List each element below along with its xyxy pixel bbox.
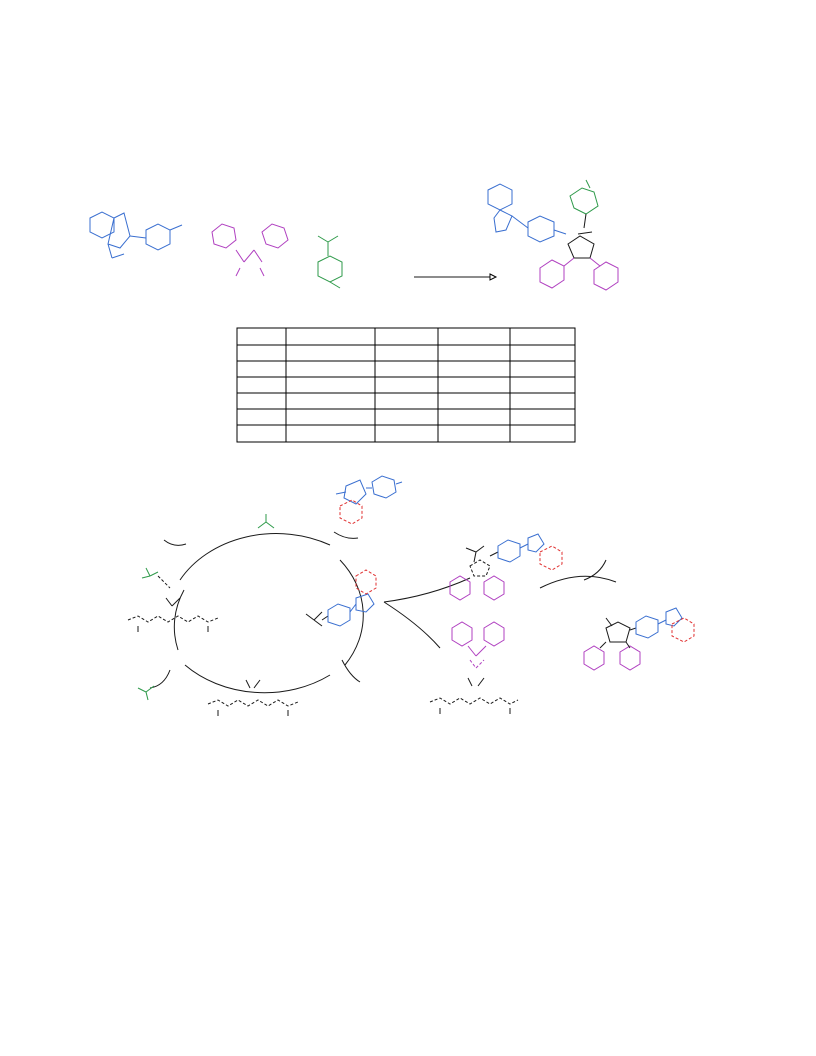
insertion-intermediate	[449, 533, 563, 601]
reactant-styrene	[317, 235, 343, 289]
reactant-indole	[89, 211, 183, 259]
conditions-table	[236, 327, 576, 443]
diene-catalyst-complex	[429, 621, 519, 714]
cycle-right-intermediate	[305, 569, 377, 627]
catalyst-backbone-left	[127, 597, 219, 632]
reactant-diene	[211, 223, 289, 277]
green-ligand-bottom	[137, 685, 155, 701]
cycle-top-intermediate	[257, 514, 275, 529]
indole-reagent-top	[335, 475, 403, 525]
green-ligand-left	[141, 567, 171, 589]
catalyst-backbone-bottom	[207, 679, 299, 716]
cycle-product	[583, 607, 695, 671]
product-molecule	[487, 179, 619, 291]
catalytic-cycle-arcs	[149, 531, 617, 694]
reaction-arrow	[414, 273, 498, 281]
